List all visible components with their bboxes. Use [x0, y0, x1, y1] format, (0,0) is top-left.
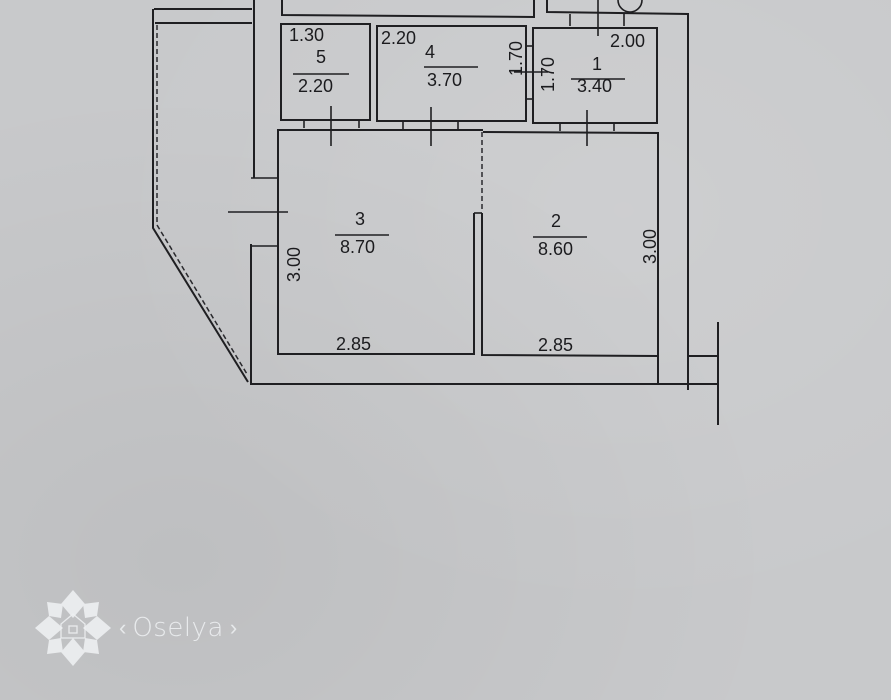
- room-3-number: 3: [355, 209, 365, 229]
- oselya-watermark: ‹ Oselya ›: [33, 588, 237, 668]
- room-4: 2.20 4 3.70 1.70: [376, 25, 527, 146]
- top-partial-room-right: [546, 0, 689, 390]
- right-chevron-icon: ›: [229, 615, 238, 640]
- ornament-house-icon: [35, 590, 111, 666]
- room-4-height: 1.70: [506, 41, 526, 76]
- left-chevron-icon: ‹: [119, 615, 127, 640]
- room-2-number: 2: [551, 211, 561, 231]
- room-5-number: 5: [316, 47, 326, 67]
- room-2: 2 8.60 3.00 2.85: [481, 131, 660, 358]
- room-3: 3 8.70 3.00 2.85: [277, 129, 483, 355]
- opening-3-2: [474, 132, 483, 214]
- room-3-height: 3.00: [284, 247, 304, 282]
- room-2-width: 2.85: [538, 335, 573, 355]
- door-swing-arc: [617, 0, 643, 13]
- top-partial-room-left: [281, 0, 535, 19]
- door-4-1: [514, 45, 548, 100]
- room-4-number: 4: [425, 42, 435, 62]
- room-1-height: 1.70: [538, 57, 558, 92]
- room-5-width: 1.30: [289, 25, 324, 45]
- room-2-area: 8.60: [538, 239, 573, 259]
- room-4-area: 3.70: [427, 70, 462, 90]
- room-2-height: 3.00: [640, 229, 660, 264]
- room-1-number: 1: [592, 54, 602, 74]
- room-5: 1.30 5 2.20: [280, 23, 371, 146]
- room-1-width: 2.00: [610, 31, 645, 51]
- room-1: 2.00 1 3.40 1.70: [532, 27, 658, 146]
- room-3-width: 2.85: [336, 334, 371, 354]
- room-4-width: 2.20: [381, 28, 416, 48]
- brand-name: Oselya: [132, 613, 224, 643]
- room-5-area: 2.20: [298, 76, 333, 96]
- room-3-area: 8.70: [340, 237, 375, 257]
- room-1-area: 3.40: [577, 76, 612, 96]
